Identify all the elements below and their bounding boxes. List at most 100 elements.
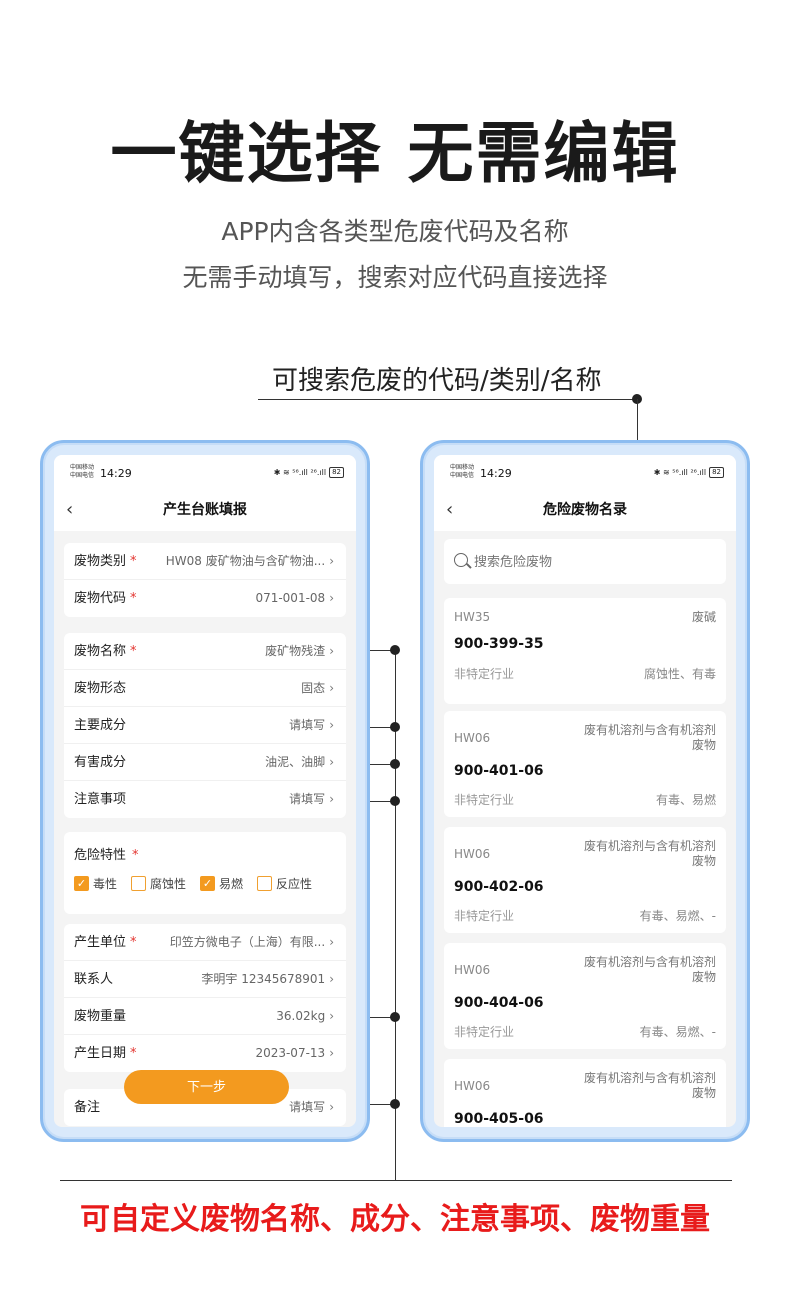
headline: 一键选择 无需编辑 xyxy=(110,115,680,192)
chevron-right-icon: › xyxy=(329,1009,334,1023)
waste-properties: 有毒、易燃、- xyxy=(639,1025,716,1039)
phone-waste-directory: 中国移动 中国电信 14:29 ✱ ≋ ⁵⁶.ıll ²⁶.ıll 82 ‹ 危… xyxy=(420,440,750,1142)
row-producer-unit[interactable]: 产生单位* 印笠方微电子（上海）有限...› xyxy=(64,924,346,961)
search-icon xyxy=(454,553,468,567)
waste-category: HW06 xyxy=(454,963,491,977)
back-icon[interactable]: ‹ xyxy=(66,499,74,520)
chevron-right-icon: › xyxy=(329,935,334,949)
chevron-right-icon: › xyxy=(329,972,334,986)
checkbox-flammable[interactable]: ✓易燃 xyxy=(200,875,243,892)
checkbox-checked-icon: ✓ xyxy=(200,876,216,891)
chevron-right-icon: › xyxy=(329,554,334,568)
nav-bar: ‹ 产生台账填报 xyxy=(54,493,356,531)
carrier: 中国移动 中国电信 xyxy=(70,464,95,479)
chevron-right-icon: › xyxy=(329,591,334,605)
nav-bar: ‹ 危险废物名录 xyxy=(434,493,736,531)
waste-item[interactable]: HW06 废有机溶剂与含有机溶剂废物 900-404-06 非特定行业 有毒、易… xyxy=(444,943,726,1049)
checkbox-unchecked-icon xyxy=(131,876,147,891)
waste-category: HW35 xyxy=(454,610,491,624)
chevron-right-icon: › xyxy=(329,755,334,769)
next-button[interactable]: 下一步 xyxy=(124,1070,289,1104)
back-icon[interactable]: ‹ xyxy=(446,499,454,520)
connector-notes-line xyxy=(350,801,395,802)
waste-item[interactable]: HW35 废碱 900-399-35 非特定行业 腐蚀性、有毒 xyxy=(444,598,726,704)
subtitle-line-1: APP内含各类型危废代码及名称 xyxy=(221,217,569,246)
row-waste-form[interactable]: 废物形态 固态› xyxy=(64,670,346,707)
row-waste-weight[interactable]: 废物重量 36.02kg› xyxy=(64,998,346,1035)
waste-category: HW06 xyxy=(454,847,491,861)
checkbox-unchecked-icon xyxy=(257,876,273,891)
waste-item[interactable]: HW06 废有机溶剂与含有机溶剂废物 900-402-06 非特定行业 有毒、易… xyxy=(444,827,726,933)
checkbox-corrosive[interactable]: 腐蚀性 xyxy=(131,875,186,892)
connector-top-h xyxy=(258,399,638,400)
row-precautions[interactable]: 注意事项 请填写› xyxy=(74,792,334,807)
search-bar xyxy=(444,539,726,584)
chevron-right-icon: › xyxy=(329,1046,334,1060)
checkbox-toxic[interactable]: ✓毒性 xyxy=(74,875,117,892)
connector-name-dot xyxy=(390,645,400,655)
chevron-right-icon: › xyxy=(329,1100,334,1114)
status-icons: ✱ ≋ ⁵⁶.ıll ²⁶.ıll 82 xyxy=(654,467,724,478)
row-main-ingredient[interactable]: 主要成分 请填写› xyxy=(64,707,346,744)
connector-harmful-dot xyxy=(390,759,400,769)
page-title: 产生台账填报 xyxy=(163,502,247,518)
chevron-right-icon: › xyxy=(329,644,334,658)
waste-item[interactable]: HW06 废有机溶剂与含有机溶剂废物 900-401-06 非特定行业 有毒、易… xyxy=(444,711,726,817)
waste-category: HW06 xyxy=(454,731,491,745)
connector-bottom-h xyxy=(60,1180,732,1181)
connector-harmful-line xyxy=(350,764,395,765)
status-time: 14:29 xyxy=(480,467,512,480)
hazard-options: ✓毒性 腐蚀性 ✓易燃 反应性 xyxy=(64,863,346,892)
waste-item[interactable]: HW06 废有机溶剂与含有机溶剂废物 900-405-06 xyxy=(444,1059,726,1127)
connector-weight-dot xyxy=(390,1012,400,1022)
row-waste-name[interactable]: 废物名称* 废矿物残渣› xyxy=(64,633,346,670)
hazard-title: 危险特性* xyxy=(74,848,139,863)
waste-code: 900-402-06 xyxy=(454,879,544,895)
waste-name: 废有机溶剂与含有机溶剂废物 xyxy=(583,955,716,984)
status-bar: 中国移动 中国电信 14:29 ✱ ≋ ⁵⁶.ıll ²⁶.ıll 82 xyxy=(434,455,736,493)
connector-bottom-v xyxy=(395,650,396,1180)
page-title: 危险废物名录 xyxy=(543,502,627,518)
waste-industry: 非特定行业 xyxy=(454,793,515,807)
form-group-category: 废物类别* HW08 废矿物油与含矿物油...› 废物代码* 071-001-0… xyxy=(64,543,346,617)
status-time: 14:29 xyxy=(100,467,132,480)
waste-name: 废碱 xyxy=(691,610,716,624)
row-contact[interactable]: 联系人 李明宇 12345678901› xyxy=(64,961,346,998)
row-waste-category[interactable]: 废物类别* HW08 废矿物油与含矿物油...› xyxy=(64,543,346,580)
phone-ledger-form: 中国移动 中国电信 14:29 ✱ ≋ ⁵⁶.ıll ²⁶.ıll 82 ‹ 产… xyxy=(40,440,370,1142)
row-waste-code[interactable]: 废物代码* 071-001-08› xyxy=(74,591,334,606)
screen: 中国移动 中国电信 14:29 ✱ ≋ ⁵⁶.ıll ²⁶.ıll 82 ‹ 产… xyxy=(54,455,356,1127)
waste-category: HW06 xyxy=(454,1079,491,1093)
waste-code: 900-405-06 xyxy=(454,1111,544,1127)
waste-properties: 有毒、易燃、- xyxy=(639,909,716,923)
connector-ingredient-line xyxy=(350,727,395,728)
form-group-hazard: 危险特性* ✓毒性 腐蚀性 ✓易燃 反应性 xyxy=(64,832,346,914)
callout-search: 可搜索危废的代码/类别/名称 xyxy=(272,366,602,396)
carrier: 中国移动 中国电信 xyxy=(450,464,475,479)
status-bar: 中国移动 中国电信 14:29 ✱ ≋ ⁵⁶.ıll ²⁶.ıll 82 xyxy=(54,455,356,493)
waste-industry: 非特定行业 xyxy=(454,909,515,923)
status-icons: ✱ ≋ ⁵⁶.ıll ²⁶.ıll 82 xyxy=(274,467,344,478)
screen: 中国移动 中国电信 14:29 ✱ ≋ ⁵⁶.ıll ²⁶.ıll 82 ‹ 危… xyxy=(434,455,736,1127)
subtitle-line-2: 无需手动填写，搜索对应代码直接选择 xyxy=(182,263,608,292)
connector-ingredient-dot xyxy=(390,722,400,732)
row-production-date[interactable]: 产生日期* 2023-07-13› xyxy=(74,1046,334,1061)
row-remark[interactable]: 备注 请填写› xyxy=(74,1100,334,1115)
checkbox-checked-icon: ✓ xyxy=(74,876,89,891)
chevron-right-icon: › xyxy=(329,718,334,732)
battery-icon: 82 xyxy=(709,467,724,478)
waste-properties: 有毒、易燃 xyxy=(655,793,716,807)
row-harmful-ingredient[interactable]: 有害成分 油泥、油脚› xyxy=(64,744,346,781)
form-group-producer: 产生单位* 印笠方微电子（上海）有限...› 联系人 李明宇 123456789… xyxy=(64,924,346,1072)
connector-remark-line xyxy=(350,1104,395,1105)
search-input[interactable] xyxy=(474,549,694,575)
signal-icon: ✱ ≋ ⁵⁶.ıll ²⁶.ıll xyxy=(273,468,327,477)
waste-name: 废有机溶剂与含有机溶剂废物 xyxy=(583,839,716,868)
waste-code: 900-399-35 xyxy=(454,636,544,652)
battery-icon: 82 xyxy=(329,467,344,478)
callout-customize: 可自定义废物名称、成分、注意事项、废物重量 xyxy=(80,1202,710,1237)
connector-name-line xyxy=(350,650,395,651)
checkbox-reactive[interactable]: 反应性 xyxy=(257,875,312,892)
waste-code: 900-401-06 xyxy=(454,763,544,779)
waste-name: 废有机溶剂与含有机溶剂废物 xyxy=(583,723,716,752)
